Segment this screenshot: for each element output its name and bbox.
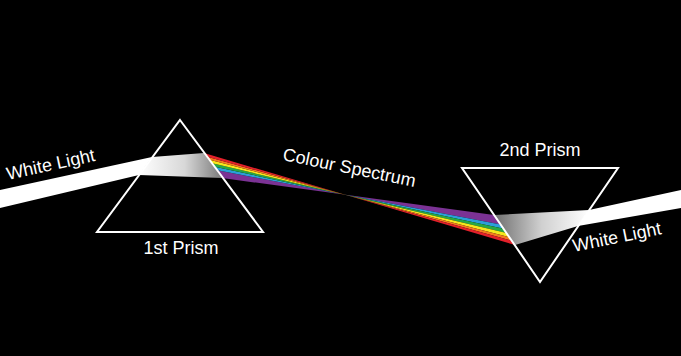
beam-label: White Light xyxy=(571,219,663,255)
prism-label: 1st Prism xyxy=(141,238,220,260)
beam-label: White Light xyxy=(5,146,97,183)
prism-outline xyxy=(458,140,622,286)
prism-node: 1st Prism xyxy=(97,116,265,260)
light-beam xyxy=(578,190,681,226)
prism-outline xyxy=(97,116,265,260)
prism-triangle xyxy=(462,168,618,282)
prism-label: 2nd Prism xyxy=(497,140,582,162)
spectrum-label: Colour Spectrum xyxy=(281,145,417,190)
prism-node: 2nd Prism xyxy=(458,140,622,286)
prism-triangle xyxy=(97,120,263,232)
